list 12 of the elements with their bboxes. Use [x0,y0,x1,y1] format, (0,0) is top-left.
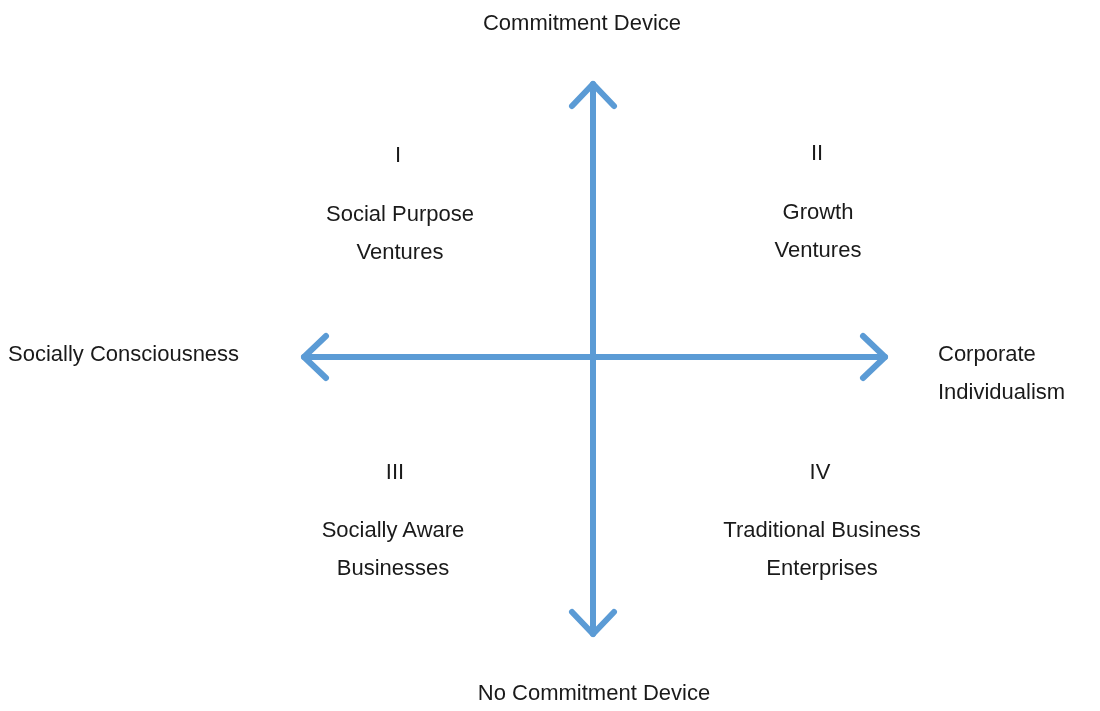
quadrant-label: Social Purpose Ventures [325,200,475,266]
axis-label: No Commitment Device [477,679,711,707]
quadrant-number: I [394,141,402,169]
quadrant-number: II [810,139,824,167]
axis-label: Socially Consciousness [8,340,240,368]
axis-label: Corporate Individualism [938,340,1067,406]
quadrant-number: III [385,458,405,486]
quadrant-label: Traditional Business Enterprises [722,516,922,582]
quadrant-label: Growth Ventures [773,198,863,264]
quadrant-number: IV [809,458,831,486]
axis-label: Commitment Device [483,9,681,37]
quadrant-label: Socially Aware Businesses [320,516,466,582]
